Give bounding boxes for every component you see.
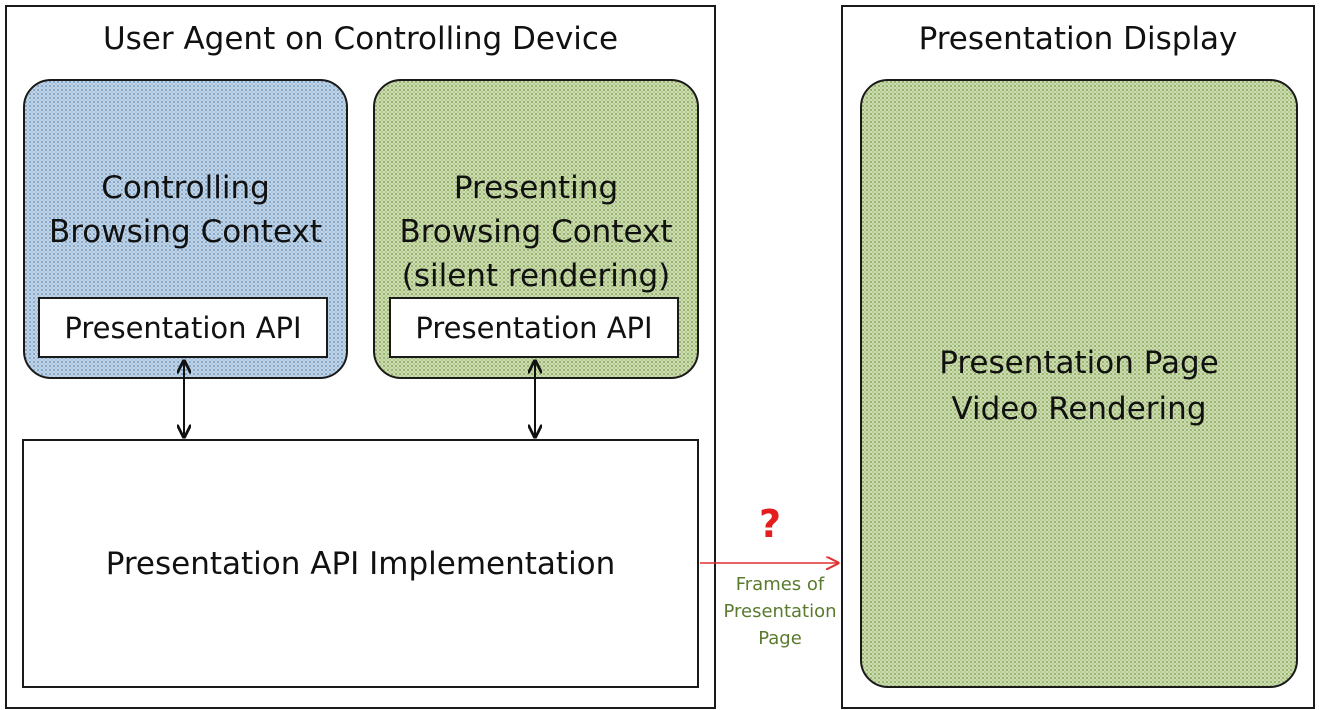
presenting-presentation-api-box: Presentation API xyxy=(389,297,679,358)
presentation-display-title: Presentation Display xyxy=(918,21,1238,57)
presentation-page-label-line-2: Video Rendering xyxy=(951,391,1207,427)
presentation-api-implementation-box: Presentation API Implementation xyxy=(22,439,699,688)
presentation-page-label-line-1: Presentation Page xyxy=(939,345,1219,381)
presenting-context-label-line-2: Browsing Context xyxy=(399,214,673,250)
frames-label-line-3: Page xyxy=(758,628,802,649)
presenting-context-label-line-3: (silent rendering) xyxy=(401,258,671,294)
presenting-context-label-line-1: Presenting xyxy=(453,170,619,206)
user-agent-title: User Agent on Controlling Device xyxy=(102,21,619,57)
frames-label-line-2: Presentation xyxy=(723,601,837,622)
controlling-presentation-api-box: Presentation API xyxy=(38,297,328,358)
controlling-context-label-line-2: Browsing Context xyxy=(48,214,323,250)
frames-of-presentation-page-label: Frames of Presentation Page xyxy=(712,571,848,652)
frames-label-line-1: Frames of xyxy=(735,574,825,595)
presentation-page-video-rendering: Presentation Page Video Rendering xyxy=(860,79,1298,688)
unknown-transport-question-mark: ? xyxy=(758,502,782,546)
controlling-context-label-line-1: Controlling xyxy=(101,170,270,206)
